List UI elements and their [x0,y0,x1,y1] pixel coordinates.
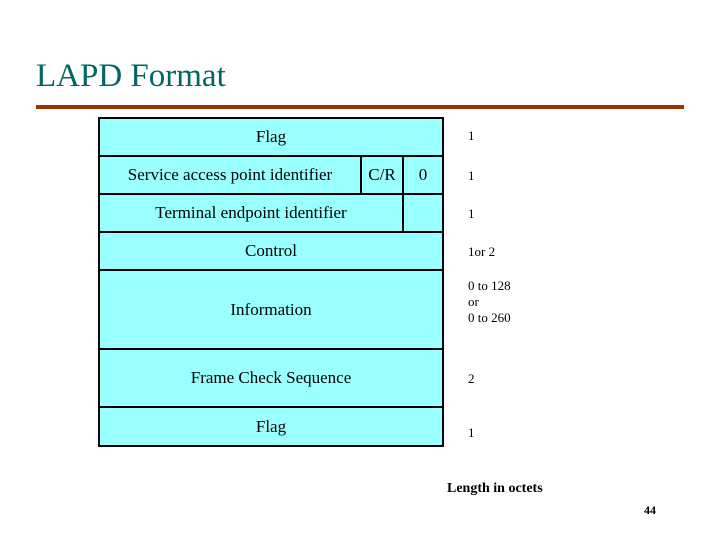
frame-row-control: Control [98,231,444,269]
frame-row-label: Flag [255,127,287,146]
frame-row-fcs: Frame Check Sequence [98,348,444,406]
length-label-flag-opening: 1 [468,128,475,143]
frame-row-label: Terminal endpoint identifier [155,203,347,222]
frame-row-label: Service access point identifier [127,165,333,184]
length-label-information: 0 to 128 or 0 to 260 [468,278,511,325]
frame-row-label: Flag [255,416,287,436]
length-label-tei: 1 [468,206,475,221]
page-title: LAPD Format [36,58,226,94]
frame-row-label: Frame Check Sequence [190,368,352,387]
frame-field-ea-0: 0 [402,157,442,193]
frame-row-label: Control [245,241,297,260]
frame-row-flag-opening: Flag [98,117,444,155]
lapd-frame-diagram: Flag Service access point identifier C/R… [98,117,444,447]
frame-row-flag-closing: Flag [98,406,444,447]
length-label-flag-closing: 1 [468,425,475,440]
length-units-caption: Length in octets [447,481,543,496]
frame-field-cr: C/R [360,157,402,193]
frame-row-label: Information [230,299,312,319]
frame-row-tei: Terminal endpoint identifier [98,193,444,231]
page-number: 44 [644,503,656,517]
frame-row-information: Information [98,269,444,348]
length-label-sapi: 1 [468,168,475,183]
frame-row-sapi: Service access point identifier C/R 0 [98,155,444,193]
length-label-fcs: 2 [468,371,475,386]
title-divider [36,105,684,109]
length-label-control: 1or 2 [468,244,496,259]
frame-field-ea-1 [402,195,442,231]
